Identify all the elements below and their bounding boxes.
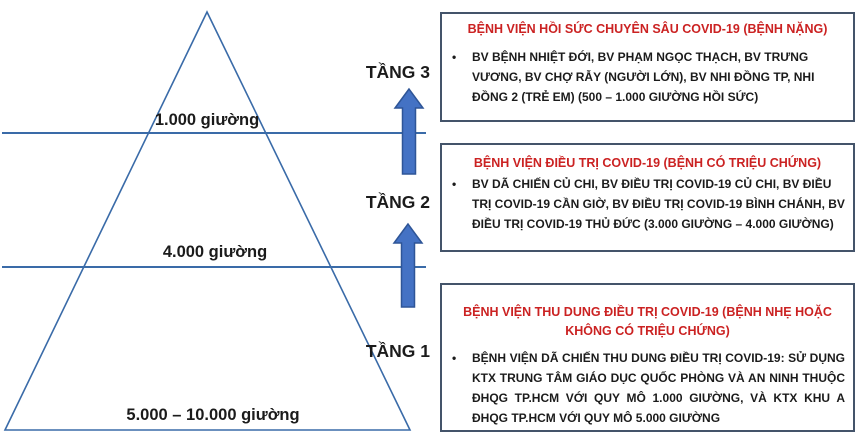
up-arrow-icon-tier2	[392, 222, 424, 308]
tier1-info-box: BỆNH VIỆN THU DUNG ĐIỀU TRỊ COVID-19 (BỆ…	[440, 283, 855, 432]
tier2-box-text: BV DÃ CHIẾN CỦ CHI, BV ĐIỀU TRỊ COVID-19…	[472, 177, 845, 231]
tier2-box-title: BỆNH VIỆN ĐIỀU TRỊ COVID-19 (BỆNH CÓ TRI…	[473, 156, 822, 170]
tier2-box-bullet-item: • BV DÃ CHIẾN CỦ CHI, BV ĐIỀU TRỊ COVID-…	[442, 174, 853, 234]
tier3-info-box: BỆNH VIỆN HỒI SỨC CHUYÊN SÂU COVID-19 (B…	[440, 12, 855, 122]
tier2-info-box: BỆNH VIỆN ĐIỀU TRỊ COVID-19 (BỆNH CÓ TRI…	[440, 143, 855, 252]
bullet-marker: •	[452, 50, 457, 64]
pyramid-outline	[3, 10, 412, 431]
bed-capacity-label-tier2: 4.000 giường	[162, 243, 268, 261]
tier3-box-bullet-item: • BV BỆNH NHIỆT ĐỚI, BV PHẠM NGỌC THẠCH,…	[442, 47, 853, 107]
bed-capacity-label-tier1: 5.000 – 10.000 giường	[126, 406, 300, 424]
up-arrow-icon-tier3	[393, 87, 425, 175]
tier1-box-text: BỆNH VIỆN DÃ CHIẾN THU DUNG ĐIỀU TRỊ COV…	[472, 351, 845, 425]
bed-capacity-label-tier3: 1.000 giường	[154, 111, 260, 129]
tier1-box-title: BỆNH VIỆN THU DUNG ĐIỀU TRỊ COVID-19 (BỆ…	[463, 305, 832, 338]
tier-label-tang-3: TẦNG 3	[365, 62, 430, 82]
tier1-box-bullet-item: • BỆNH VIỆN DÃ CHIẾN THU DUNG ĐIỀU TRỊ C…	[442, 348, 853, 428]
bullet-marker: •	[452, 351, 457, 365]
tier-label-tang-1: TẦNG 1	[365, 341, 430, 361]
bullet-marker: •	[452, 177, 457, 191]
tier-label-tang-2: TẦNG 2	[365, 192, 430, 212]
tier3-box-title: BỆNH VIỆN HỒI SỨC CHUYÊN SÂU COVID-19 (B…	[467, 22, 828, 36]
tier3-box-text: BV BỆNH NHIỆT ĐỚI, BV PHẠM NGỌC THẠCH, B…	[472, 50, 815, 104]
